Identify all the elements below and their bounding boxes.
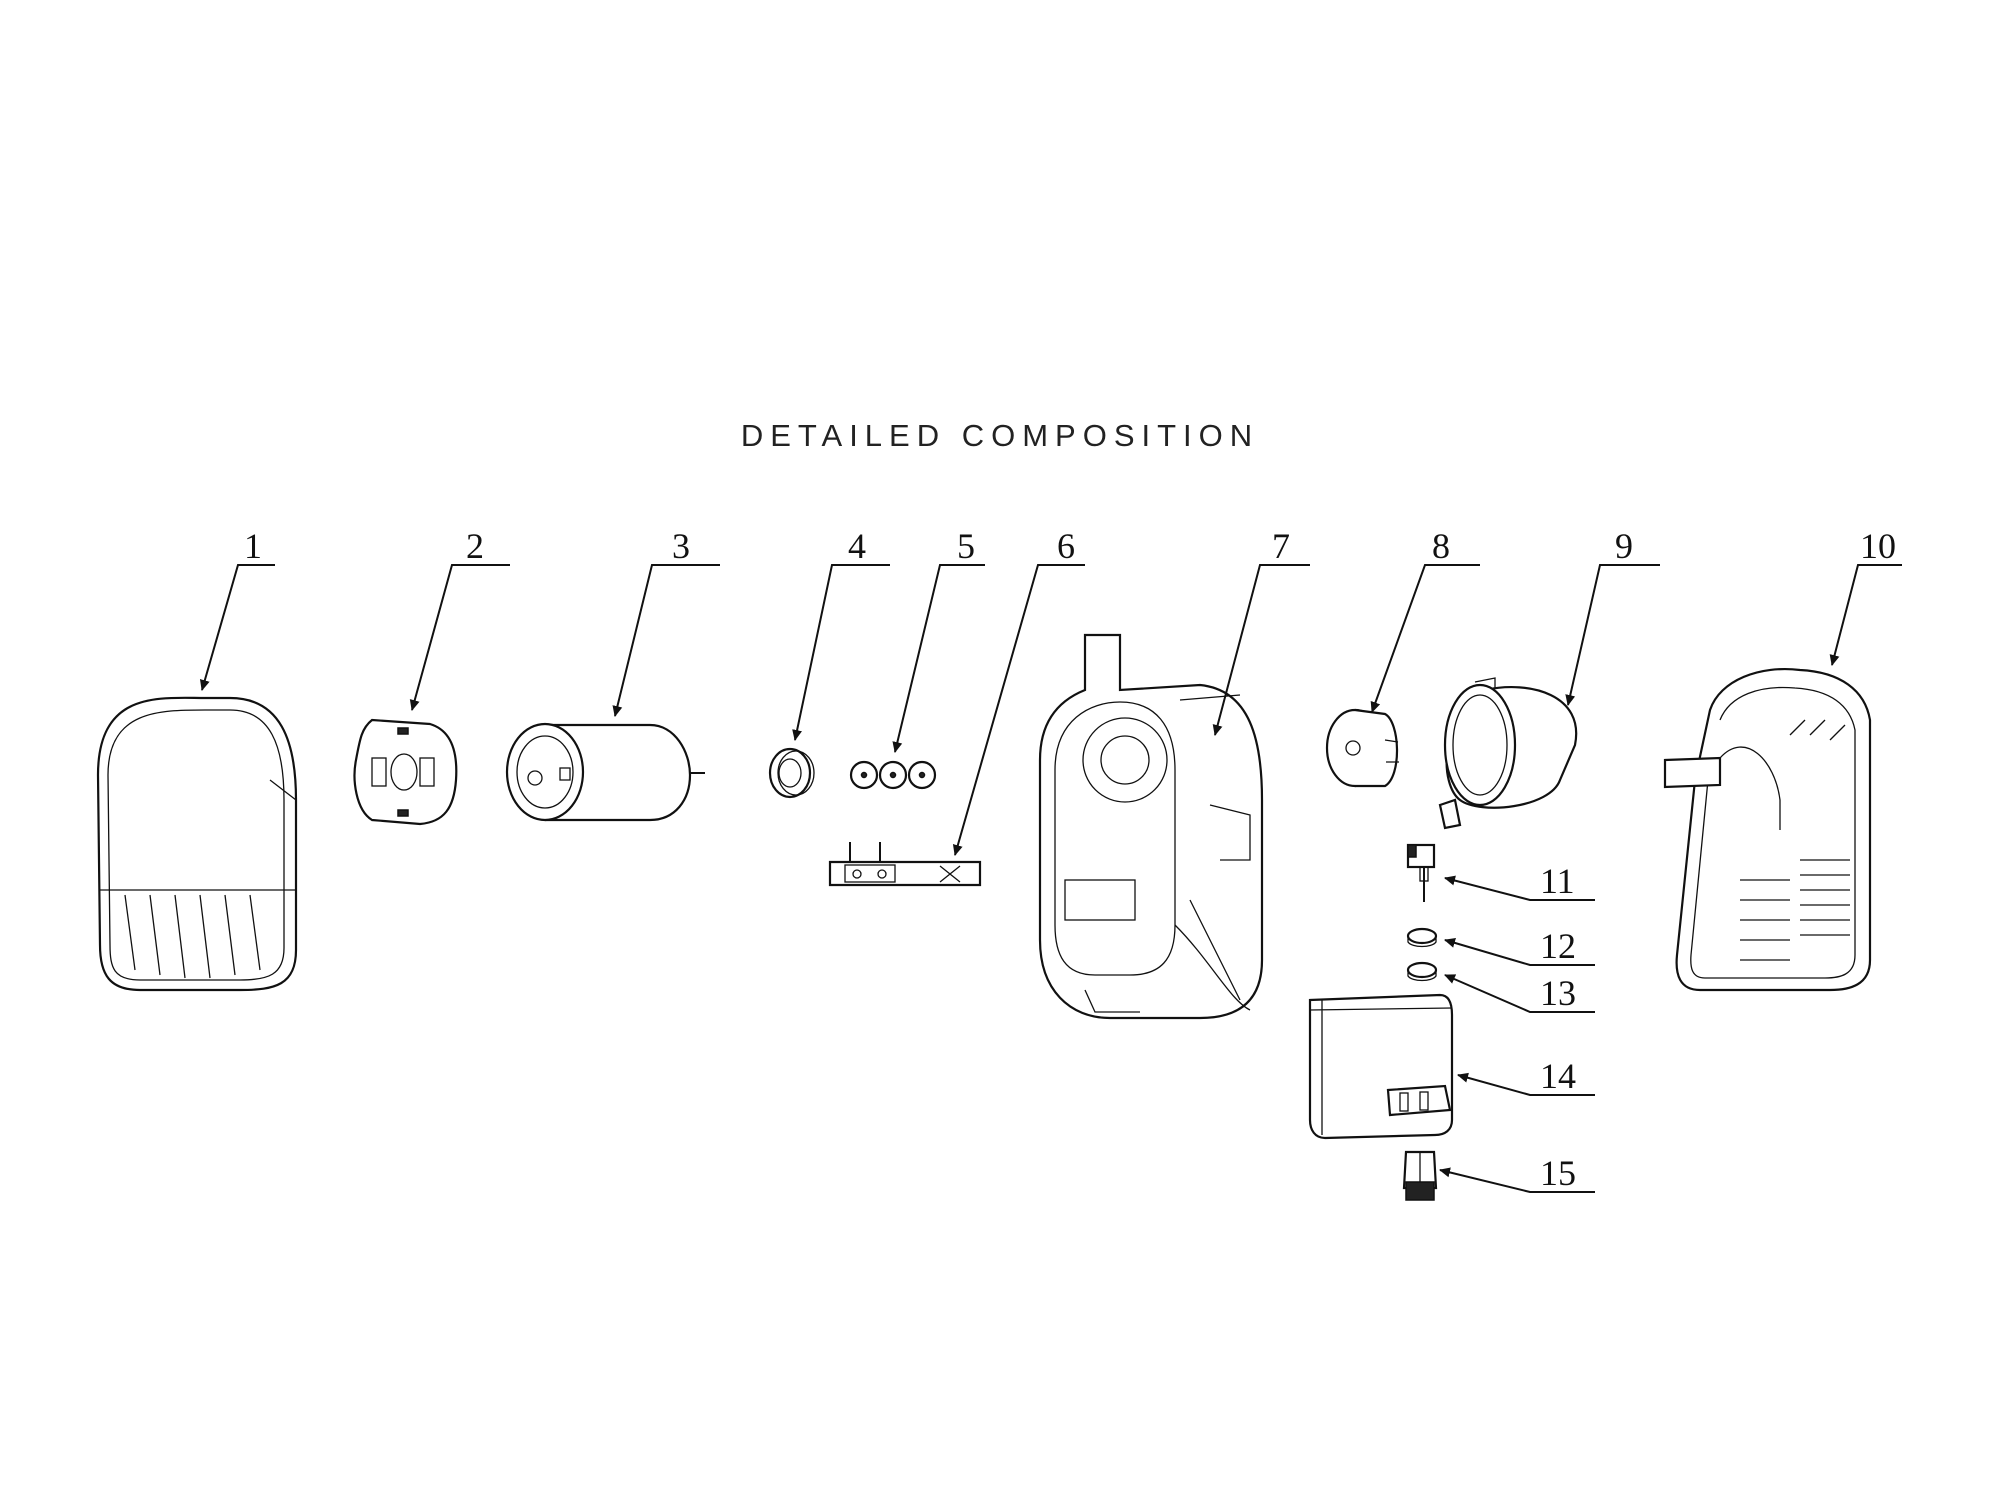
part-4-bearing [768, 747, 815, 799]
callout-11: 11 [1540, 861, 1575, 901]
callout-9: 9 [1615, 526, 1633, 566]
callout-8: 8 [1432, 526, 1450, 566]
part-6-terminal-strip [828, 842, 982, 887]
part-1-front-cover [96, 696, 298, 992]
part-13-ring [1406, 961, 1438, 982]
callout-leaders [199, 564, 1902, 1193]
part-8-impeller [1325, 708, 1399, 788]
part-14-float-box [1308, 993, 1454, 1140]
part-15-nut [1402, 1150, 1438, 1201]
callout-12: 12 [1540, 926, 1576, 966]
callout-14: 14 [1540, 1056, 1576, 1096]
part-9-cup [1438, 677, 1578, 830]
callout-3: 3 [672, 526, 690, 566]
callout-2: 2 [466, 526, 484, 566]
callout-5: 5 [957, 526, 975, 566]
callout-15: 15 [1540, 1153, 1576, 1193]
part-12-ring [1406, 927, 1438, 948]
diagram-title: DETAILED COMPOSITION [740, 418, 1260, 453]
part-5-washers [849, 760, 937, 790]
callout-4: 4 [848, 526, 866, 566]
part-7-housing [1038, 633, 1264, 1020]
callout-1: 1 [244, 526, 262, 566]
part-2-plate [353, 718, 458, 826]
part-11-switch-pin [1406, 843, 1436, 902]
callout-13: 13 [1540, 973, 1576, 1013]
part-10-base-cage [1663, 668, 1872, 992]
callout-10: 10 [1860, 526, 1896, 566]
callout-numbers: 1 2 3 4 5 6 7 8 9 10 11 12 13 14 15 [244, 526, 1896, 1193]
callout-7: 7 [1272, 526, 1290, 566]
callout-6: 6 [1057, 526, 1075, 566]
part-3-motor [505, 722, 705, 822]
